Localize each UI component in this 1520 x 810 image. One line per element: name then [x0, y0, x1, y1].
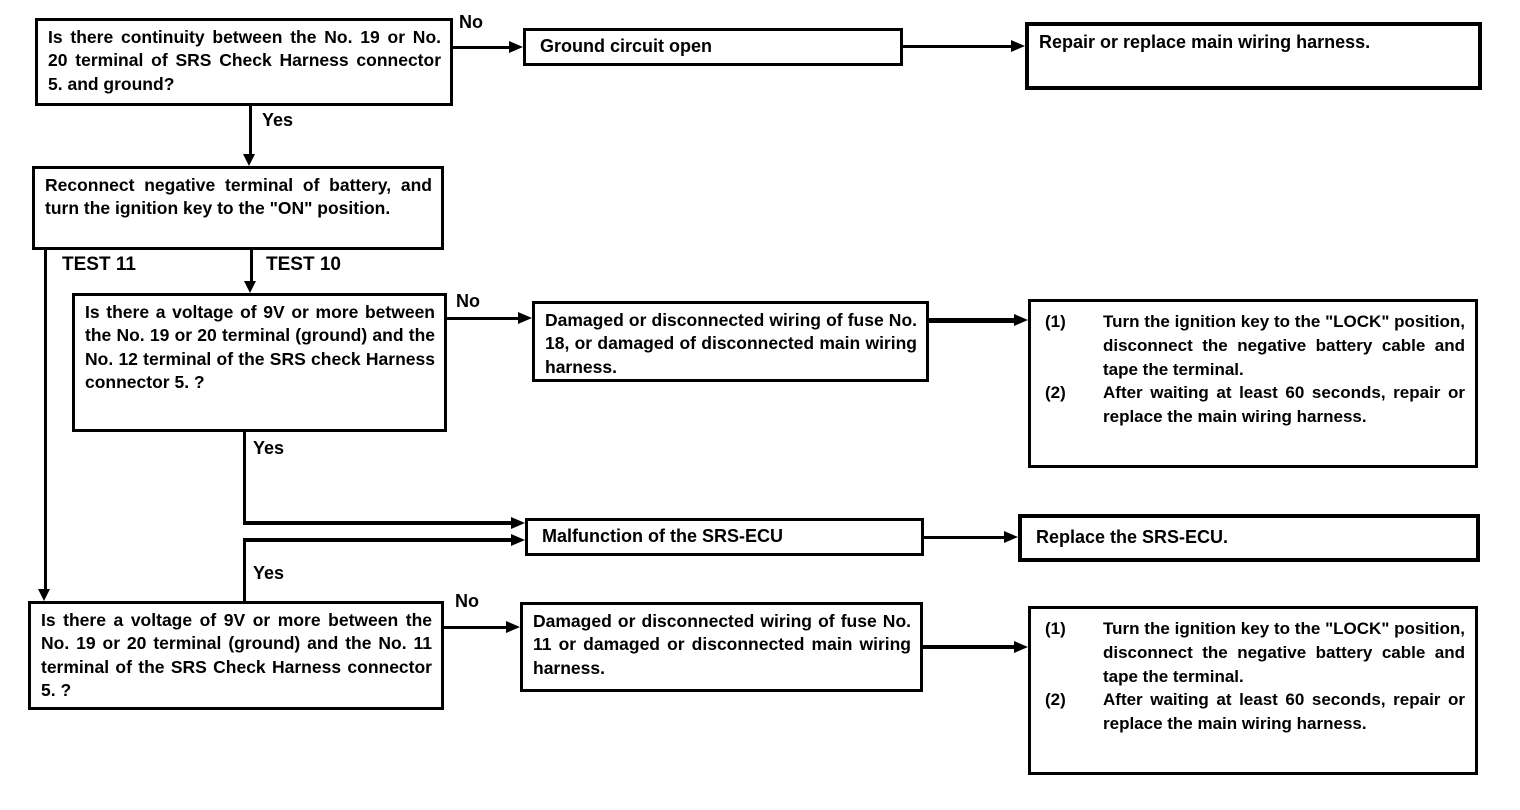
repair-harness-box: Repair or replace main wiring harness.: [1025, 22, 1482, 90]
step-text: Turn the ignition key to the "LOCK" posi…: [1103, 619, 1465, 686]
question-continuity-box: Is there continuity between the No. 19 o…: [35, 18, 453, 106]
connector-yes3-hline: [243, 538, 513, 542]
replace-srs-ecu-box: Replace the SRS-ECU.: [1018, 514, 1480, 562]
connector-yes2-vline: [243, 432, 246, 525]
arrowhead-no2-icon: [518, 312, 532, 324]
arrowhead-yes3-icon: [511, 534, 525, 546]
test10-question-box: Is there a voltage of 9V or more between…: [72, 293, 447, 432]
label-no-1: No: [459, 12, 483, 32]
connector-no2-line: [447, 317, 520, 320]
arrowhead-ground-to-repair-icon: [1011, 40, 1025, 52]
step-text: After waiting at least 60 seconds, repai…: [1103, 383, 1465, 427]
arrowhead-malfunction-to-replace-icon: [1004, 531, 1018, 543]
connector-fuse18-to-action-line: [929, 318, 1017, 323]
connector-yes1-line: [249, 106, 252, 156]
step-number: (1): [1045, 312, 1066, 331]
connector-ground-to-repair-line: [903, 45, 1013, 48]
lock-position-steps-box-2: (1) Turn the ignition key to the "LOCK" …: [1028, 606, 1478, 775]
arrowhead-no1-icon: [509, 41, 523, 53]
arrowhead-yes1-icon: [243, 154, 255, 166]
fuse18-damage-box: Damaged or disconnected wiring of fuse N…: [532, 301, 929, 382]
label-no-3: No: [455, 591, 479, 611]
label-yes-2: Yes: [253, 438, 285, 458]
connector-yes2-hline: [243, 521, 513, 525]
connector-malfunction-to-replace-line: [924, 536, 1008, 539]
connector-yes3-vline: [243, 538, 246, 601]
step-number: (1): [1045, 619, 1066, 638]
label-test-10: TEST 10: [266, 254, 341, 275]
reconnect-battery-box: Reconnect negative terminal of battery, …: [32, 166, 444, 250]
arrowhead-fuse11-to-action-icon: [1014, 641, 1028, 653]
label-yes-1: Yes: [262, 110, 294, 130]
step-number: (2): [1045, 690, 1066, 710]
label-yes-3: Yes: [253, 563, 285, 583]
ground-circuit-open-box: Ground circuit open: [523, 28, 903, 66]
lock-position-steps-box-1: (1) Turn the ignition key to the "LOCK" …: [1028, 299, 1478, 468]
step-number: (2): [1045, 383, 1066, 403]
arrowhead-test10-icon: [244, 281, 256, 293]
connector-fuse11-to-action-line: [923, 645, 1016, 649]
connector-no3-line: [444, 626, 508, 629]
label-no-2: No: [456, 291, 480, 311]
fuse11-damage-box: Damaged or disconnected wiring of fuse N…: [520, 602, 923, 692]
label-test-11: TEST 11: [62, 254, 136, 275]
step-text: Turn the ignition key to the "LOCK" posi…: [1103, 312, 1465, 379]
connector-test10-line: [250, 250, 253, 282]
connector-test11-line: [44, 250, 47, 589]
test11-question-box: Is there a voltage of 9V or more between…: [28, 601, 444, 710]
arrowhead-test11-icon: [38, 589, 50, 601]
arrowhead-fuse18-to-action-icon: [1014, 314, 1028, 326]
arrowhead-yes2-icon: [511, 517, 525, 529]
malfunction-srs-ecu-box: Malfunction of the SRS-ECU: [525, 518, 924, 556]
arrowhead-no3-icon: [506, 621, 520, 633]
step-text: After waiting at least 60 seconds, repai…: [1103, 690, 1465, 734]
connector-no1-line: [453, 46, 511, 49]
